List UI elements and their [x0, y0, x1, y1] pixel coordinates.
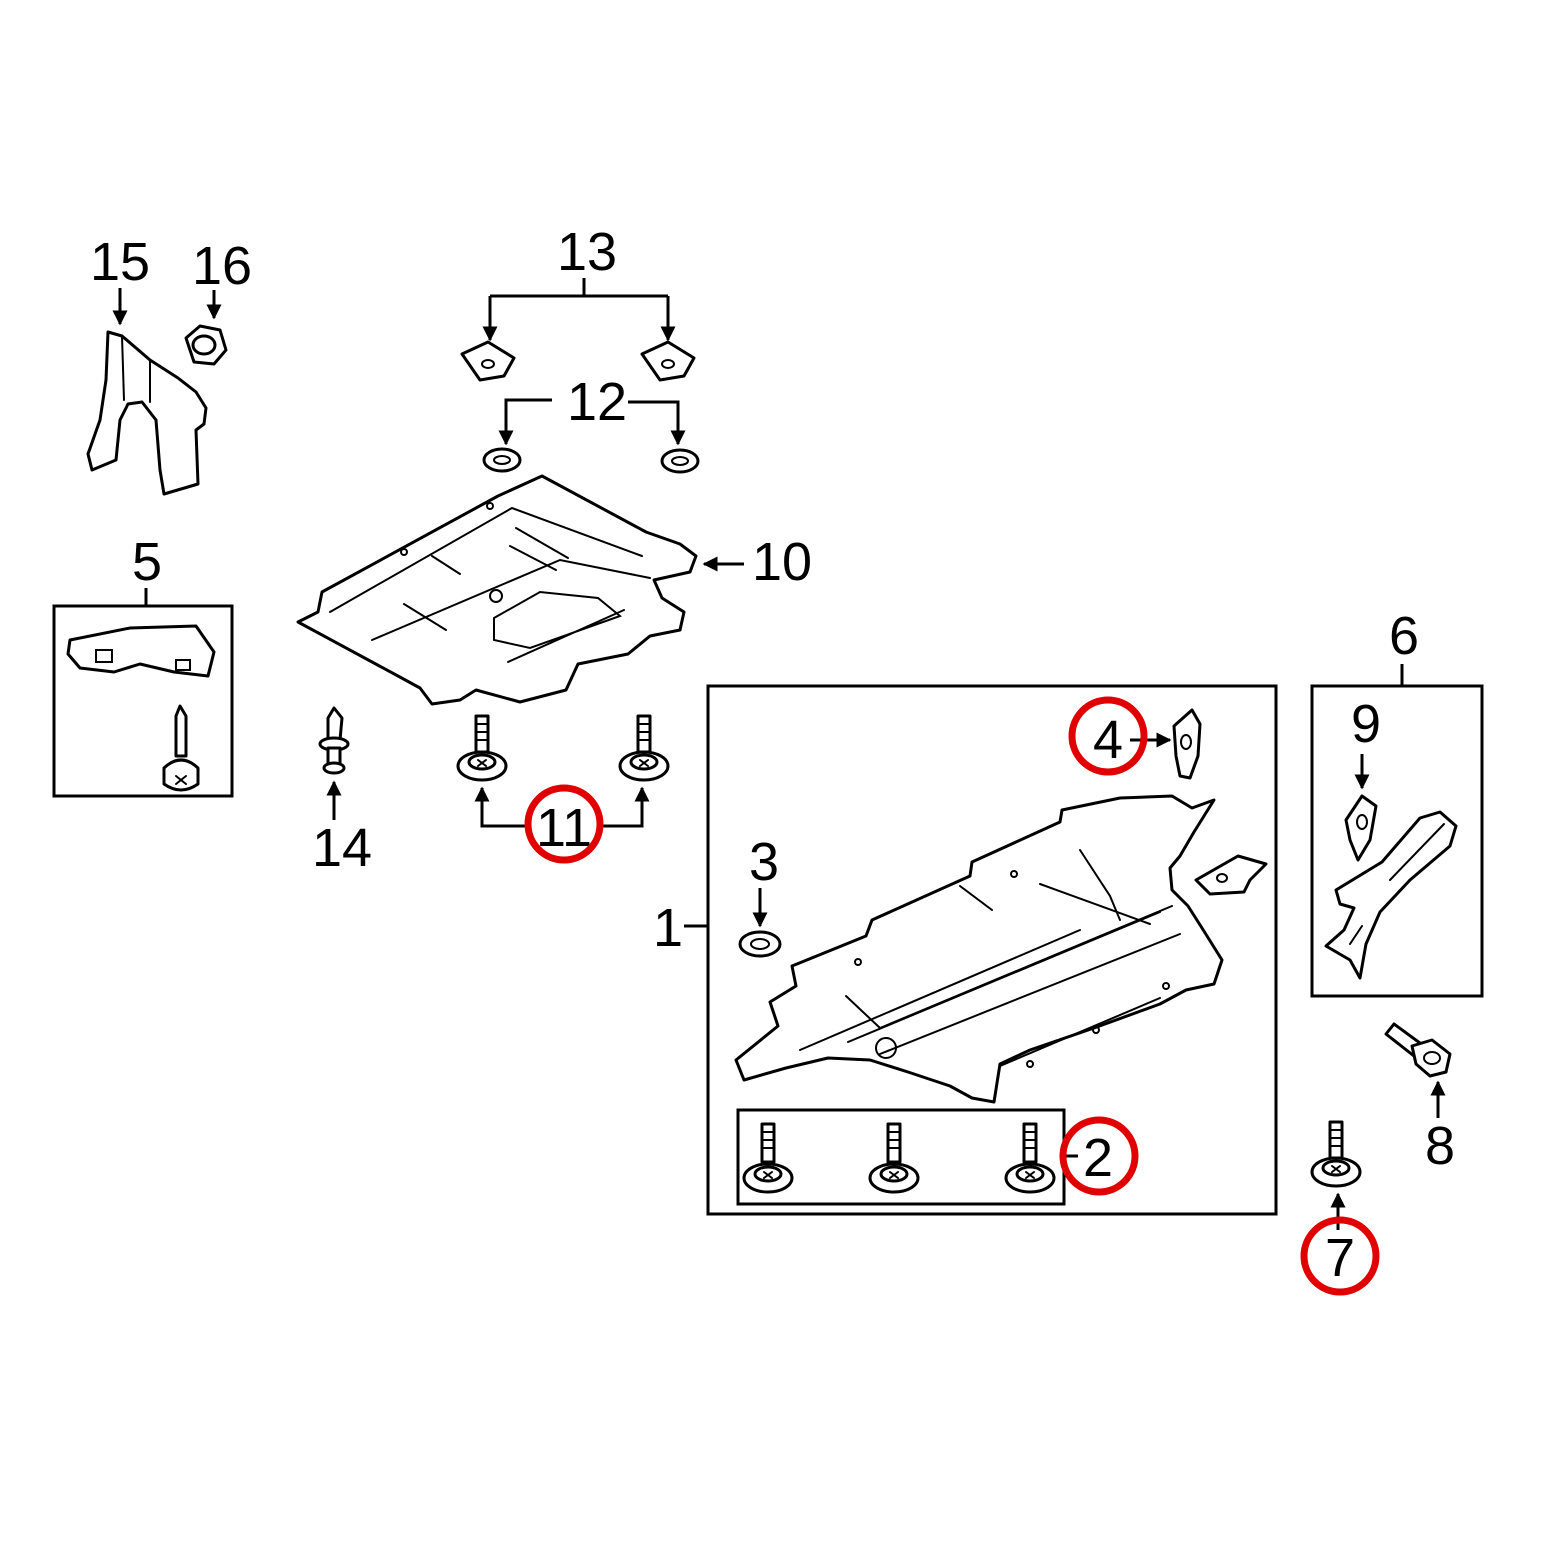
part-13-clip-right — [640, 340, 696, 382]
part-2-bolt-2 — [868, 1122, 920, 1194]
part-6-air-deflector — [1324, 810, 1458, 980]
leader-12-right — [628, 400, 686, 446]
highlight-ring-4 — [1068, 696, 1148, 776]
callout-1: 1 — [653, 898, 683, 958]
callout-5: 5 — [132, 532, 162, 592]
callout-16: 16 — [192, 236, 252, 296]
leader-12-left — [498, 398, 552, 446]
callout-8: 8 — [1425, 1116, 1455, 1176]
part-5-bracket — [66, 624, 216, 678]
part-5-kit-box — [52, 604, 234, 798]
part-1-kit-box — [706, 684, 1278, 1216]
part-7-bolt — [1310, 1120, 1362, 1188]
part-1-side-bracket — [1194, 854, 1268, 896]
callout-4: 4 — [1093, 710, 1123, 770]
part-1-main-shield — [734, 794, 1224, 1104]
part-12-grommet-left — [482, 447, 522, 473]
part-15-bracket — [86, 330, 208, 496]
callout-14: 14 — [312, 818, 372, 878]
part-16-nut — [184, 324, 228, 366]
highlight-ring-7 — [1300, 1216, 1380, 1296]
part-11-bolt-left — [456, 714, 508, 782]
callout-7: 7 — [1325, 1228, 1355, 1288]
callout-2: 2 — [1083, 1128, 1113, 1188]
part-10-upper-shield — [296, 474, 698, 706]
part-4-clip — [1172, 708, 1202, 780]
leader-13-bar — [490, 278, 668, 298]
part-3-grommet — [738, 930, 782, 958]
callout-9: 9 — [1351, 694, 1381, 754]
leader-11-right — [600, 786, 650, 828]
part-13-clip-left — [460, 340, 516, 382]
callout-3: 3 — [749, 832, 779, 892]
part-9-clip — [1344, 794, 1378, 862]
highlight-ring-2 — [1059, 1116, 1139, 1196]
part-14-push-clip — [318, 706, 350, 775]
callout-6: 6 — [1389, 606, 1419, 666]
part-12-grommet-right — [660, 448, 700, 474]
part-8-bolt — [1384, 1022, 1452, 1078]
part-6-kit-box — [1310, 684, 1484, 998]
part-5-bolt — [162, 704, 200, 792]
callout-10: 10 — [752, 532, 812, 592]
leader-11-left — [474, 786, 530, 828]
callout-13: 13 — [557, 222, 617, 282]
part-2-bolt-3 — [1004, 1122, 1056, 1194]
part-2-bolt-1 — [742, 1122, 794, 1194]
part-11-bolt-right — [618, 714, 670, 782]
callout-15: 15 — [90, 232, 150, 292]
callout-12: 12 — [567, 372, 627, 432]
callout-11: 11 — [536, 798, 592, 858]
highlight-ring-11 — [524, 784, 604, 864]
